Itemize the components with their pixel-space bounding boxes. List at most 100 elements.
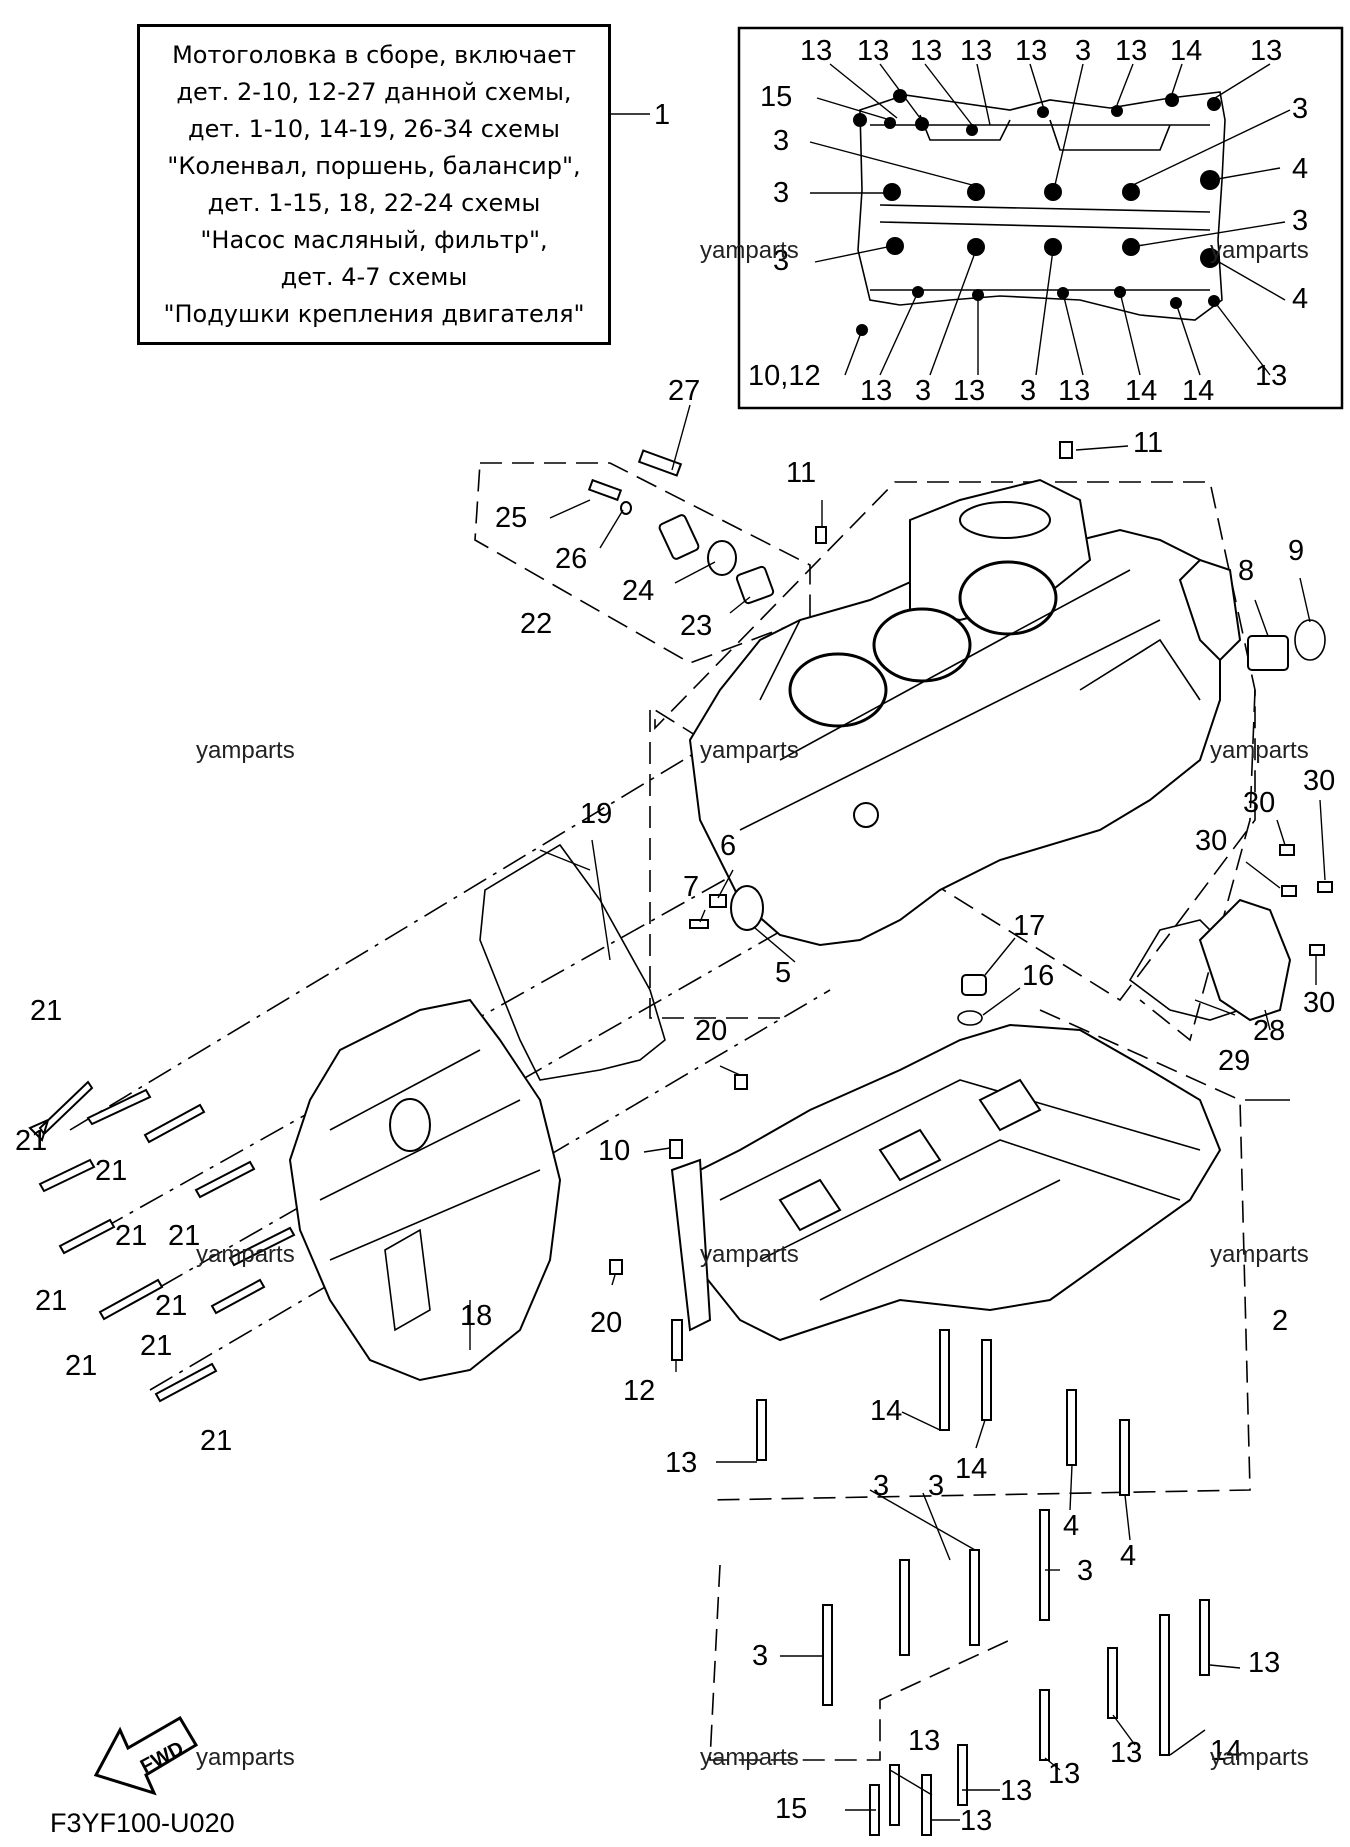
watermark-5: yamparts	[1210, 737, 1309, 764]
part-20-dowel-lower	[609, 1259, 623, 1275]
inset-bottom-label-6: 13	[1058, 375, 1090, 407]
frame-bolts-lower	[709, 1564, 1011, 1761]
bolt-13-g	[921, 1774, 932, 1836]
leader-lines	[469, 404, 1326, 1821]
callout-21-c: 21	[95, 1155, 127, 1187]
bolt-21-c	[143, 1103, 206, 1144]
callout-21-h: 21	[140, 1330, 172, 1362]
part-23-bushing	[735, 565, 775, 605]
inset-bottom-label-8: 14	[1182, 375, 1214, 407]
inset-leaders	[809, 63, 1291, 376]
part-11-dowel-left	[815, 526, 827, 544]
bolt-21-h	[98, 1278, 164, 1321]
part-30-bolt-b	[1317, 881, 1333, 893]
callout-3-b: 3	[873, 1470, 889, 1502]
bolt-21-j	[154, 1362, 218, 1403]
note-line-2: дет. 2-10, 12-27 данной схемы,	[176, 77, 572, 106]
callout-9: 9	[1288, 535, 1304, 567]
cylinder-block	[688, 478, 1242, 947]
callout-28: 28	[1253, 1015, 1285, 1047]
bolt-13-c	[1107, 1647, 1118, 1719]
lower-case-main-shell	[679, 1023, 1222, 1342]
block-boss-1	[853, 802, 879, 828]
bolt-layout-inset: 13 13 13 13 13 3 13 14 13 15 3 3 3 3 4 3…	[737, 26, 1344, 410]
callout-13-f: 13	[960, 1805, 992, 1837]
callout-7: 7	[683, 871, 699, 903]
callout-21-e: 21	[168, 1220, 200, 1252]
inset-top-label-6: 3	[1075, 35, 1091, 67]
lower-crankcase-bolts	[756, 1329, 1210, 1836]
bolt-3-b	[969, 1549, 980, 1646]
lower-case-ribs	[719, 1079, 1201, 1301]
note-line-6: "Насос масляный, фильтр",	[200, 225, 548, 254]
part-6-plate	[709, 894, 727, 908]
watermark-7: yamparts	[700, 1241, 799, 1268]
note-line-8: "Подушки крепления двигателя"	[163, 299, 585, 328]
lower-case-bearing-saddles	[778, 1078, 1042, 1232]
note-line-1: Мотоголовка в сборе, включает	[172, 40, 576, 69]
bolt-4-a	[1066, 1389, 1077, 1466]
callout-30-d: 30	[1303, 987, 1335, 1019]
callout-16: 16	[1022, 960, 1054, 992]
cover-28	[1198, 898, 1292, 1022]
fwd-arrow-icon	[93, 1715, 199, 1796]
block-main-shell	[688, 528, 1221, 947]
callout-2: 2	[1272, 1305, 1288, 1337]
bolt-14-c	[1159, 1614, 1170, 1756]
callout-26: 26	[555, 543, 587, 575]
callout-21-i: 21	[65, 1350, 97, 1382]
watermark-3: yamparts	[196, 737, 295, 764]
inset-top-label-9: 13	[1250, 35, 1282, 67]
note-line-5: дет. 1-15, 18, 22-24 схемы	[207, 188, 541, 217]
callout-21-a: 21	[30, 995, 62, 1027]
callout-11-b: 11	[1133, 427, 1163, 459]
callout-22: 22	[520, 608, 552, 640]
part-8-bearing	[1247, 635, 1289, 671]
watermark-10: yamparts	[700, 1744, 799, 1771]
frame-cylinder-block	[654, 481, 1256, 1002]
watermark-1: yamparts	[700, 237, 799, 264]
watermark-2: yamparts	[1210, 237, 1309, 264]
part-20-dowel-upper	[734, 1074, 748, 1090]
cylinder-bore-1	[788, 652, 888, 728]
timing-cover-ribs	[319, 1049, 541, 1261]
bolt-4-b	[1119, 1419, 1130, 1496]
part-11-dowel-right	[1059, 441, 1073, 459]
callout-21-d: 21	[115, 1220, 147, 1252]
callout-21-g: 21	[155, 1290, 187, 1322]
callout-30-b: 30	[1195, 825, 1227, 857]
part-17-dowel	[961, 974, 987, 996]
timing-cover-fins	[384, 1228, 431, 1332]
watermark-9: yamparts	[196, 1744, 295, 1771]
lower-case-flange	[670, 1158, 712, 1332]
cylinder-bore-3	[958, 560, 1058, 636]
callout-14-c: 14	[1210, 1735, 1242, 1767]
part-10-dowel	[669, 1139, 683, 1159]
watermark-11: yamparts	[1210, 1744, 1309, 1771]
bolt-21-e	[194, 1160, 256, 1199]
inset-right-label-1: 3	[1292, 93, 1308, 125]
callout-23: 23	[680, 610, 712, 642]
inset-right-label-2: 4	[1292, 153, 1308, 185]
callout-4-b: 4	[1120, 1540, 1136, 1572]
part-9-circlip	[1294, 619, 1326, 661]
callout-21-f: 21	[35, 1285, 67, 1317]
callout-5: 5	[775, 957, 791, 989]
bolt-21-d	[38, 1158, 96, 1193]
part-25-bolt	[587, 478, 623, 502]
inset-bottom-label-3: 3	[915, 375, 931, 407]
callout-18: 18	[460, 1300, 492, 1332]
callout-13-a: 13	[665, 1447, 697, 1479]
watermark-8: yamparts	[1210, 1241, 1309, 1268]
inset-bottom-label-9: 13	[1255, 360, 1287, 392]
bolt-3-d	[822, 1604, 833, 1706]
callout-17: 17	[1013, 910, 1045, 942]
part-5-bearing	[730, 885, 764, 931]
cylinder-bore-2	[872, 607, 972, 683]
block-rear-boss	[1178, 558, 1242, 662]
callout-12: 12	[623, 1375, 655, 1407]
bolt-14-a	[939, 1329, 950, 1431]
callout-14-b: 14	[955, 1453, 987, 1485]
bolt-13-b	[1199, 1599, 1210, 1676]
